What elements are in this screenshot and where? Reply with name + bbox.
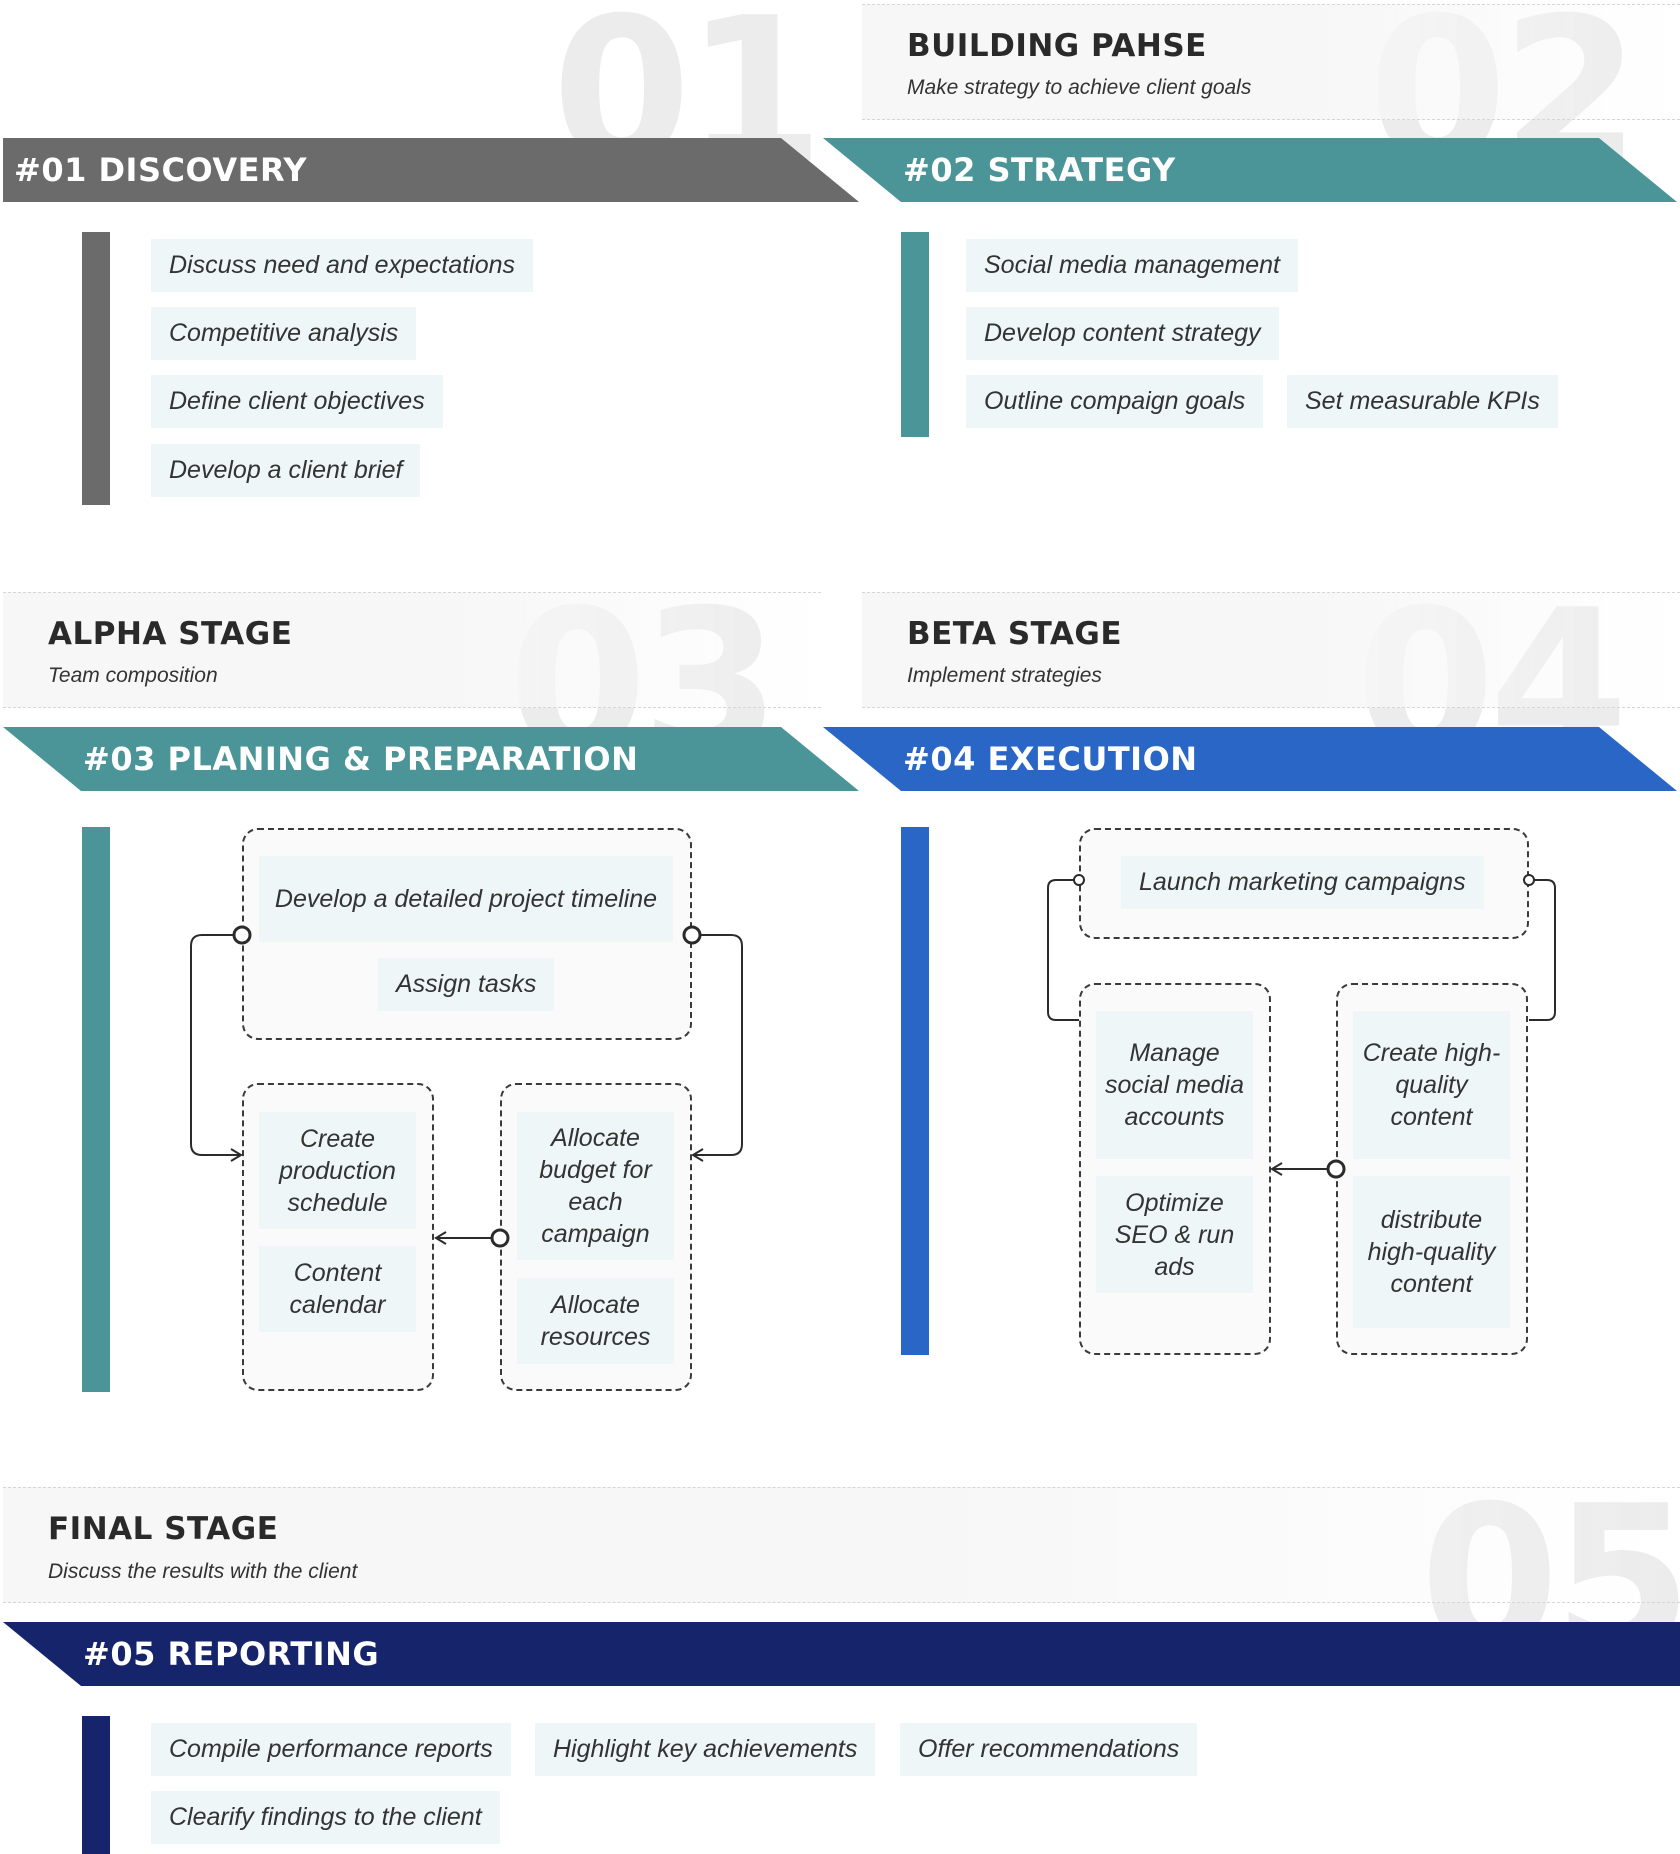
planning-right-item-1: Allocate budget for each campaign — [517, 1112, 674, 1260]
execution-right-item-1: Create high-quality content — [1353, 1011, 1510, 1159]
ribbon-discovery — [3, 138, 859, 202]
alpha-stage-band — [3, 592, 821, 708]
reporting-item-2: Highlight key achievements — [535, 1723, 876, 1776]
planning-top-item-1: Develop a detailed project timeline — [259, 856, 673, 942]
reporting-item-3: Offer recommendations — [900, 1723, 1198, 1776]
strategy-item-4: Set measurable KPIs — [1287, 375, 1558, 428]
discovery-item-2: Competitive analysis — [151, 307, 417, 360]
alpha-stage-subtitle: Team composition — [48, 664, 218, 687]
discovery-bar — [82, 232, 110, 505]
discovery-item-3: Define client objectives — [151, 375, 443, 428]
discovery-item-4: Develop a client brief — [151, 444, 421, 497]
strategy-bar — [901, 232, 929, 437]
planning-bar — [82, 827, 110, 1392]
ribbon-strategy — [823, 138, 1677, 202]
planning-left-item-1: Create production schedule — [259, 1112, 416, 1229]
building-phase-title: BUILDING PAHSE — [907, 28, 1207, 64]
planning-top-item-2: Assign tasks — [378, 958, 555, 1011]
building-phase-subtitle: Make strategy to achieve client goals — [907, 76, 1252, 99]
ribbon-execution — [823, 727, 1677, 791]
ribbon-strategy-title: #02 STRATEGY — [903, 151, 1176, 189]
execution-right-item-2: distribute high-quality content — [1353, 1176, 1510, 1328]
alpha-stage-title: ALPHA STAGE — [48, 616, 293, 652]
reporting-item-1: Compile performance reports — [151, 1723, 511, 1776]
planning-right-item-2: Allocate resources — [517, 1278, 674, 1364]
planning-left-item-2: Content calendar — [259, 1246, 416, 1332]
ribbon-reporting-title: #05 REPORTING — [83, 1635, 380, 1673]
beta-stage-band — [862, 592, 1680, 708]
final-stage-subtitle: Discuss the results with the client — [48, 1560, 358, 1583]
execution-left-item-2: Optimize SEO & run ads — [1096, 1176, 1253, 1293]
beta-stage-subtitle: Implement strategies — [907, 664, 1102, 687]
ribbon-planning — [3, 727, 859, 791]
ribbon-execution-title: #04 EXECUTION — [903, 740, 1198, 778]
strategy-item-3: Outline compaign goals — [966, 375, 1264, 428]
building-phase-band — [862, 4, 1680, 120]
execution-bar — [901, 827, 929, 1355]
strategy-item-2: Develop content strategy — [966, 307, 1279, 360]
ribbon-reporting — [3, 1622, 1680, 1686]
execution-top-item-1: Launch marketing campaigns — [1121, 856, 1484, 909]
final-stage-title: FINAL STAGE — [48, 1511, 279, 1547]
execution-left-item-1: Manage social media accounts — [1096, 1011, 1253, 1159]
ribbon-planning-title: #03 PLANING & PREPARATION — [83, 740, 639, 778]
reporting-bar — [82, 1716, 110, 1854]
ribbon-discovery-title: #01 DISCOVERY — [14, 151, 308, 189]
strategy-item-1: Social media management — [966, 239, 1298, 292]
discovery-item-1: Discuss need and expectations — [151, 239, 534, 292]
beta-stage-title: BETA STAGE — [907, 616, 1123, 652]
final-stage-band — [3, 1487, 1680, 1603]
reporting-item-4: Clearify findings to the client — [151, 1791, 500, 1844]
